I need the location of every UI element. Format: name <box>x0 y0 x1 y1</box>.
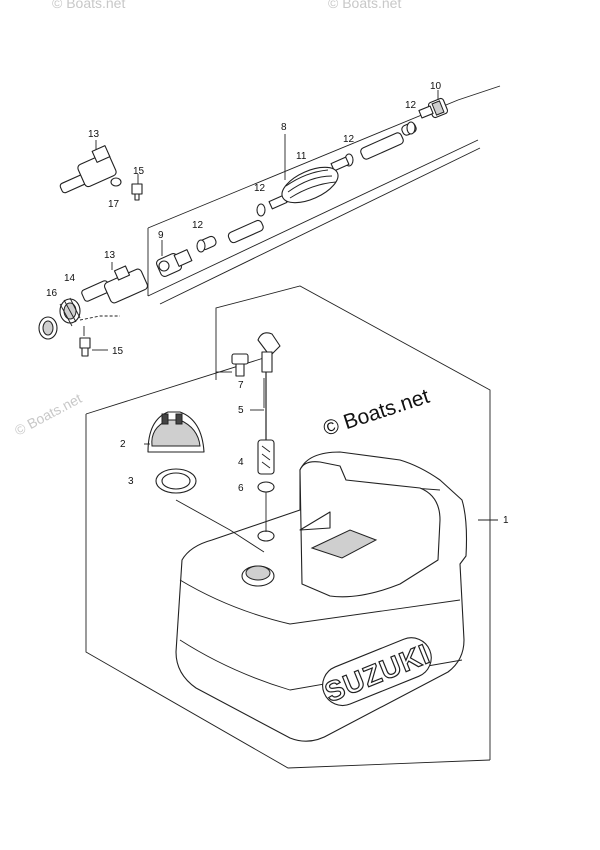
callout-17: 17 <box>108 199 120 210</box>
callout-9: 9 <box>158 230 164 241</box>
fuel-tank-1: SUZUKI <box>175 451 498 742</box>
callout-1: 1 <box>503 515 509 526</box>
callout-3: 3 <box>128 476 134 487</box>
callout-11: 11 <box>296 151 307 162</box>
callout-13-lower: 13 <box>104 250 116 261</box>
callout-12-d: 12 <box>192 220 204 231</box>
hose-assembly-frame <box>147 85 501 305</box>
hose-segments <box>196 121 417 253</box>
watermark-top-left: © Boats.net <box>52 0 125 11</box>
callout-7: 7 <box>238 380 244 391</box>
callout-6: 6 <box>238 483 244 494</box>
cap-and-vent-group <box>85 285 491 769</box>
callout-12-c: 12 <box>254 183 266 194</box>
copyright-brand: © Boats.net <box>320 385 432 441</box>
connector-9 <box>156 240 193 277</box>
watermark-top-right: © Boats.net <box>328 0 401 11</box>
callout-15-upper: 15 <box>133 166 145 177</box>
callout-8: 8 <box>281 122 287 133</box>
primer-bulb-11 <box>281 166 339 204</box>
callout-10: 10 <box>430 81 442 92</box>
callout-2: 2 <box>120 439 126 450</box>
callout-15-lower: 15 <box>112 346 124 357</box>
connector-10 <box>418 90 449 119</box>
tank-connector-group <box>38 262 149 357</box>
callout-4: 4 <box>238 457 244 468</box>
callout-16: 16 <box>46 288 58 299</box>
callout-12-a: 12 <box>405 100 417 111</box>
watermark-left: © Boats.net <box>12 390 84 439</box>
callout-13-upper: 13 <box>88 129 100 140</box>
connector-13-upper <box>59 140 143 201</box>
callout-14: 14 <box>64 273 76 284</box>
callout-5: 5 <box>238 405 244 416</box>
callout-12-b: 12 <box>343 134 355 145</box>
